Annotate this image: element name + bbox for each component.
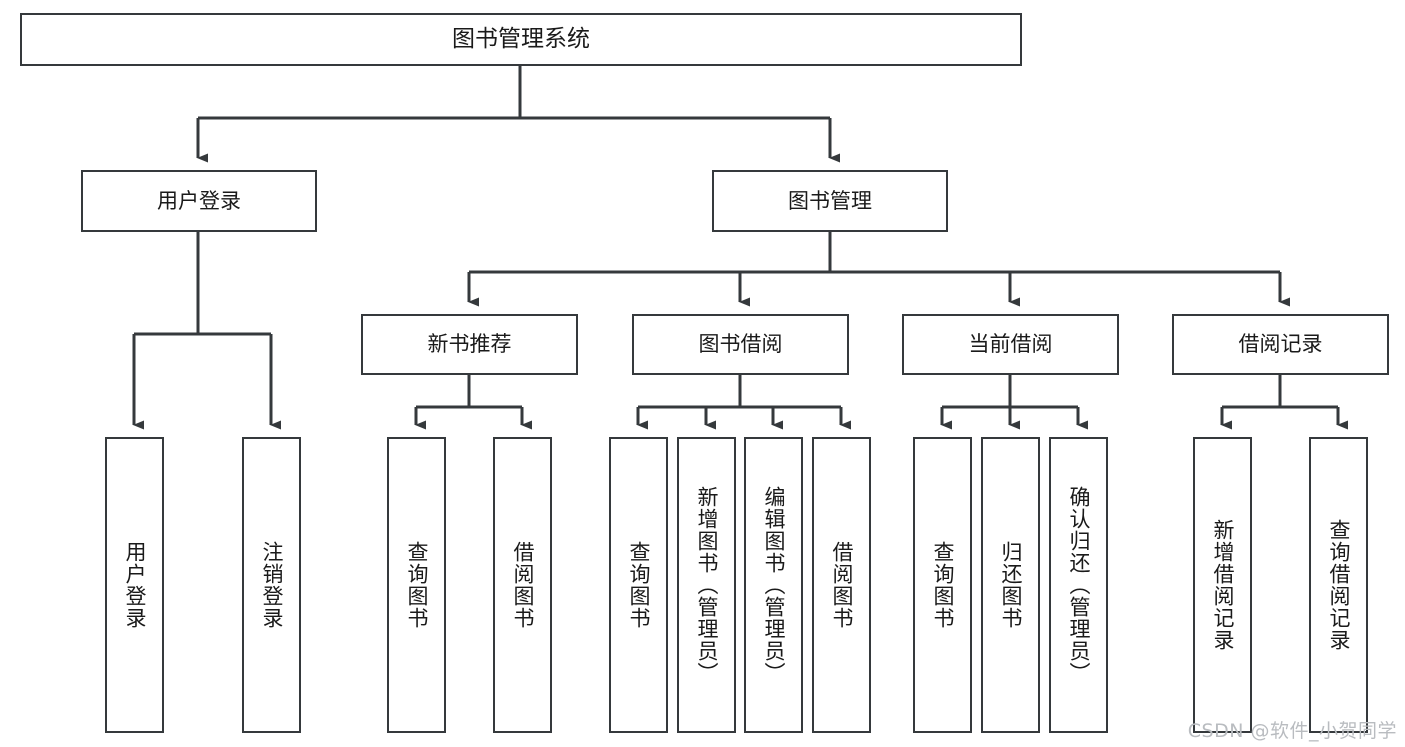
leaf-current-borrow-query[interactable]: 查询图书 [913, 437, 972, 733]
leaf-current-borrow-confirm-return[interactable]: 确认归还（管理员） [1049, 437, 1108, 733]
node-label: 借阅图书 [510, 541, 535, 629]
leaf-borrow-record-add[interactable]: 新增借阅记录 [1193, 437, 1252, 733]
node-user-login[interactable]: 用户登录 [81, 170, 317, 232]
leaf-user-login-logout[interactable]: 注销登录 [242, 437, 301, 733]
node-book-management[interactable]: 图书管理 [712, 170, 948, 232]
leaf-book-borrow-query[interactable]: 查询图书 [609, 437, 668, 733]
node-book-borrow[interactable]: 图书借阅 [632, 314, 849, 375]
node-new-book-recommend[interactable]: 新书推荐 [361, 314, 578, 375]
node-label: 查询图书 [930, 541, 955, 629]
node-label: 新增图书（管理员） [694, 486, 719, 684]
node-label: 当前借阅 [968, 332, 1053, 356]
node-label: 用户登录 [157, 188, 241, 213]
node-label: 图书借阅 [698, 332, 783, 356]
node-label: 新书推荐 [427, 332, 512, 356]
node-current-borrow[interactable]: 当前借阅 [902, 314, 1119, 375]
node-label: 用户登录 [122, 541, 147, 629]
node-label: 确认归还（管理员） [1066, 486, 1091, 684]
leaf-book-borrow-borrow[interactable]: 借阅图书 [812, 437, 871, 733]
leaf-new-book-borrow[interactable]: 借阅图书 [493, 437, 552, 733]
node-label: 借阅记录 [1238, 332, 1323, 356]
leaf-book-borrow-add[interactable]: 新增图书（管理员） [677, 437, 736, 733]
node-label: 归还图书 [998, 541, 1023, 629]
node-label: 图书管理系统 [452, 26, 590, 52]
leaf-user-login-login[interactable]: 用户登录 [105, 437, 164, 733]
node-label: 查询图书 [626, 541, 651, 629]
node-label: 查询图书 [404, 541, 429, 629]
leaf-borrow-record-query[interactable]: 查询借阅记录 [1309, 437, 1368, 733]
node-root-system[interactable]: 图书管理系统 [20, 13, 1022, 66]
node-label: 借阅图书 [829, 541, 854, 629]
leaf-book-borrow-edit[interactable]: 编辑图书（管理员） [744, 437, 803, 733]
node-label: 图书管理 [788, 188, 872, 213]
node-label: 新增借阅记录 [1210, 519, 1235, 651]
leaf-new-book-query[interactable]: 查询图书 [387, 437, 446, 733]
watermark: CSDN @软件_小贺同学 [1187, 720, 1397, 742]
leaf-current-borrow-return[interactable]: 归还图书 [981, 437, 1040, 733]
node-label: 注销登录 [259, 541, 284, 629]
node-label: 编辑图书（管理员） [761, 486, 786, 684]
node-label: 查询借阅记录 [1326, 519, 1351, 651]
node-borrow-record[interactable]: 借阅记录 [1172, 314, 1389, 375]
